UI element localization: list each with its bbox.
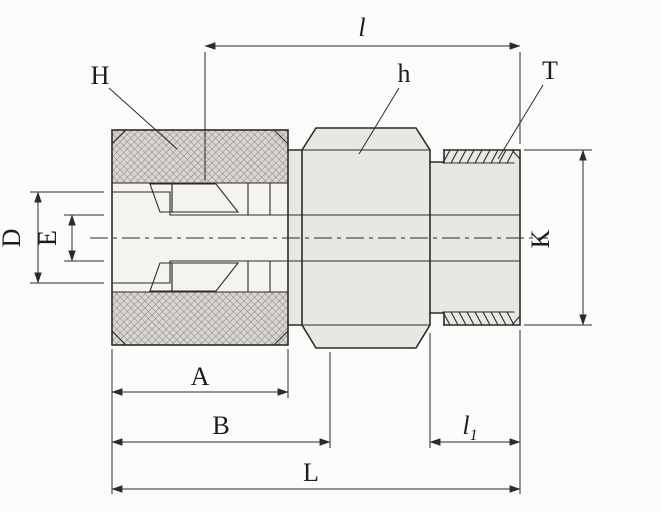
- leader-H: [108, 87, 178, 150]
- dim-label-D: D: [0, 229, 26, 248]
- front-ferrule-bottom: [171, 262, 240, 292]
- body-step-lines: [247, 182, 271, 293]
- dimensions: l H h T D E K A B l1 L: [0, 13, 592, 494]
- hex-flat-lines: [301, 149, 431, 326]
- dim-label-A: A: [191, 362, 210, 391]
- dim-label-l: l: [358, 13, 365, 42]
- leader-T: [497, 84, 544, 160]
- fitting-internal-detail: [111, 182, 521, 293]
- dim-label-T: T: [542, 56, 558, 85]
- thread-hatch-top: [442, 149, 515, 164]
- front-ferrule-top: [171, 183, 240, 213]
- nut-knurl-bottom: [112, 292, 288, 345]
- hex-section-fill: [302, 128, 430, 348]
- body-neck-edges: [287, 149, 303, 326]
- leader-h: [358, 87, 400, 155]
- dim-label-E: E: [33, 230, 62, 246]
- dim-label-H: H: [91, 61, 110, 90]
- dim-D-extensions: [30, 191, 104, 284]
- dim-l-extensions: [204, 52, 521, 181]
- dim-label-h: h: [398, 59, 411, 88]
- bottom-extension-lines: [111, 330, 521, 494]
- nut-chamfers: [111, 129, 289, 346]
- dim-label-L: L: [303, 458, 319, 487]
- nut-inner-bounds: [111, 182, 289, 293]
- nut-knurl-top: [112, 130, 288, 183]
- tube-bore-lines: [111, 191, 171, 284]
- thread-root-lines: [443, 162, 515, 313]
- dim-label-K: K: [526, 229, 555, 248]
- dim-label-B: B: [212, 411, 229, 440]
- thread-hatch-bottom: [442, 311, 515, 326]
- dim-label-l1: l1: [462, 411, 477, 444]
- through-bore-lines: [169, 214, 521, 262]
